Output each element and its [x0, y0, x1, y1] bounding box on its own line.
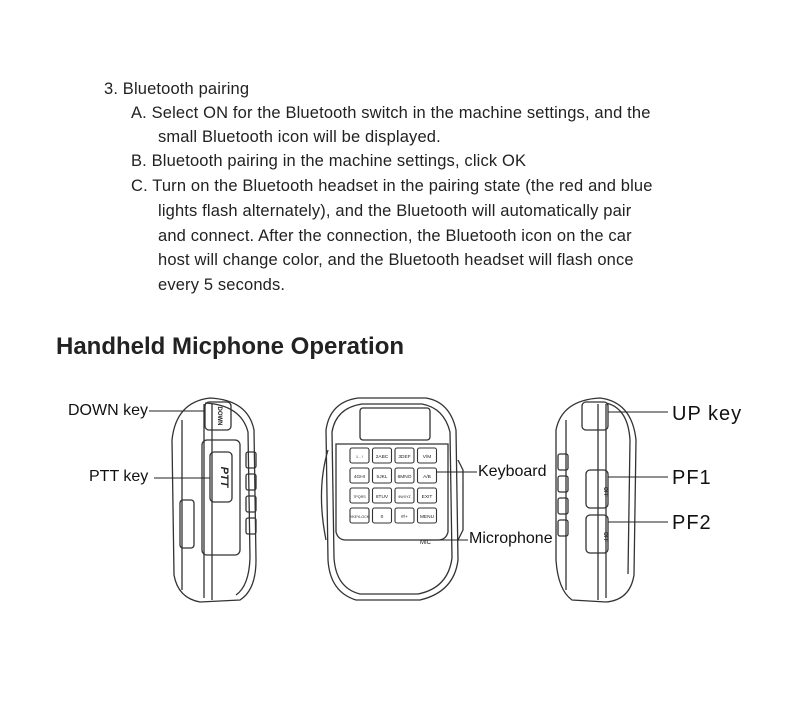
- keypad-key[interactable]: [349, 467, 370, 484]
- step-c-line-4: host will change color, and the Bluetoot…: [158, 251, 634, 269]
- keypad-key-label: 7PQRS: [353, 495, 366, 499]
- step-c-line-1: C. Turn on the Bluetooth headset in the …: [131, 177, 653, 195]
- keypad-key[interactable]: [349, 507, 370, 524]
- pf2-text: OFF: [602, 532, 608, 542]
- label-ptt-key: PTT key: [89, 468, 149, 485]
- keypad-key-label: 1 .. !: [356, 455, 363, 459]
- label-down-key: DOWN key: [68, 402, 148, 419]
- step-c-line-3: and connect. After the connection, the B…: [158, 227, 632, 245]
- step-a-line-1: A. Select ON for the Bluetooth switch in…: [131, 104, 651, 122]
- keypad-key[interactable]: [394, 467, 415, 484]
- keypad-key-label: 0: [381, 514, 384, 520]
- keypad-key[interactable]: [371, 507, 393, 524]
- step-c-line-2: lights flash alternately), and the Bluet…: [158, 202, 632, 220]
- pf2-button[interactable]: [585, 514, 609, 554]
- keypad: 1 .. ! 2ABC 3DEF V/M 4GHI 5JKL 6MNO A/B 7PQRS 8TU…: [349, 447, 438, 524]
- keypad-key[interactable]: [349, 447, 370, 464]
- keypad-key[interactable]: [394, 447, 415, 464]
- ptt-text: PTT: [218, 467, 230, 489]
- keypad-key-label: 6MNO: [398, 474, 412, 480]
- keypad-key[interactable]: [416, 507, 438, 524]
- keypad-key[interactable]: [416, 447, 438, 464]
- label-pf1: PF1: [672, 467, 712, 489]
- keypad-key[interactable]: [371, 487, 393, 504]
- step-a-line-2: small Bluetooth icon will be displayed.: [158, 128, 441, 146]
- keypad-key-label: 2ABC: [376, 454, 389, 460]
- keypad-key[interactable]: [416, 487, 438, 504]
- down-key-text: DOWN: [216, 407, 222, 426]
- keypad-key[interactable]: [371, 467, 393, 484]
- down-key-button[interactable]: [204, 401, 232, 431]
- pf1-text: OFF: [602, 487, 608, 497]
- keypad-key-label: A/B: [423, 474, 431, 480]
- label-microphone: Microphone: [469, 530, 553, 547]
- keypad-key-label: 8TUV: [376, 494, 389, 500]
- pf1-button[interactable]: [585, 469, 609, 509]
- keypad-key-label: 4GHI: [354, 474, 365, 480]
- keypad-key[interactable]: [371, 447, 393, 464]
- mic-front-view: [320, 397, 464, 601]
- ptt-key-button[interactable]: [209, 451, 233, 503]
- keypad-key-label: 5JKL: [377, 474, 388, 480]
- step-b-line-1: B. Bluetooth pairing in the machine sett…: [131, 152, 527, 170]
- keypad-key-label: #/+: [401, 514, 408, 520]
- label-up-key: UP key: [672, 403, 743, 425]
- mic-left-side-view: [171, 397, 257, 603]
- label-pf2: PF2: [672, 512, 712, 534]
- keypad-key[interactable]: [394, 507, 415, 524]
- keypad-key[interactable]: [394, 487, 415, 504]
- step-c-line-5: every 5 seconds.: [158, 276, 286, 294]
- keypad-key-label: MENU: [420, 514, 435, 520]
- keypad-key-label: V/M: [423, 454, 432, 460]
- keypad-key-label: */KEYLOCK: [350, 515, 370, 519]
- up-key-button[interactable]: [581, 401, 609, 431]
- label-keyboard: Keyboard: [478, 463, 547, 480]
- section-title: 3. Bluetooth pairing: [104, 80, 250, 98]
- keypad-key[interactable]: [349, 487, 370, 504]
- section-heading: Handheld Micphone Operation: [56, 333, 405, 360]
- mic-mark-text: MIC: [420, 540, 432, 546]
- mic-right-side-view: [555, 397, 637, 603]
- keypad-key[interactable]: [416, 467, 438, 484]
- keypad-key-label: 9WXYZ: [398, 495, 411, 499]
- keypad-key-label: 3DEF: [398, 454, 410, 460]
- keypad-key-label: EXIT: [422, 494, 433, 500]
